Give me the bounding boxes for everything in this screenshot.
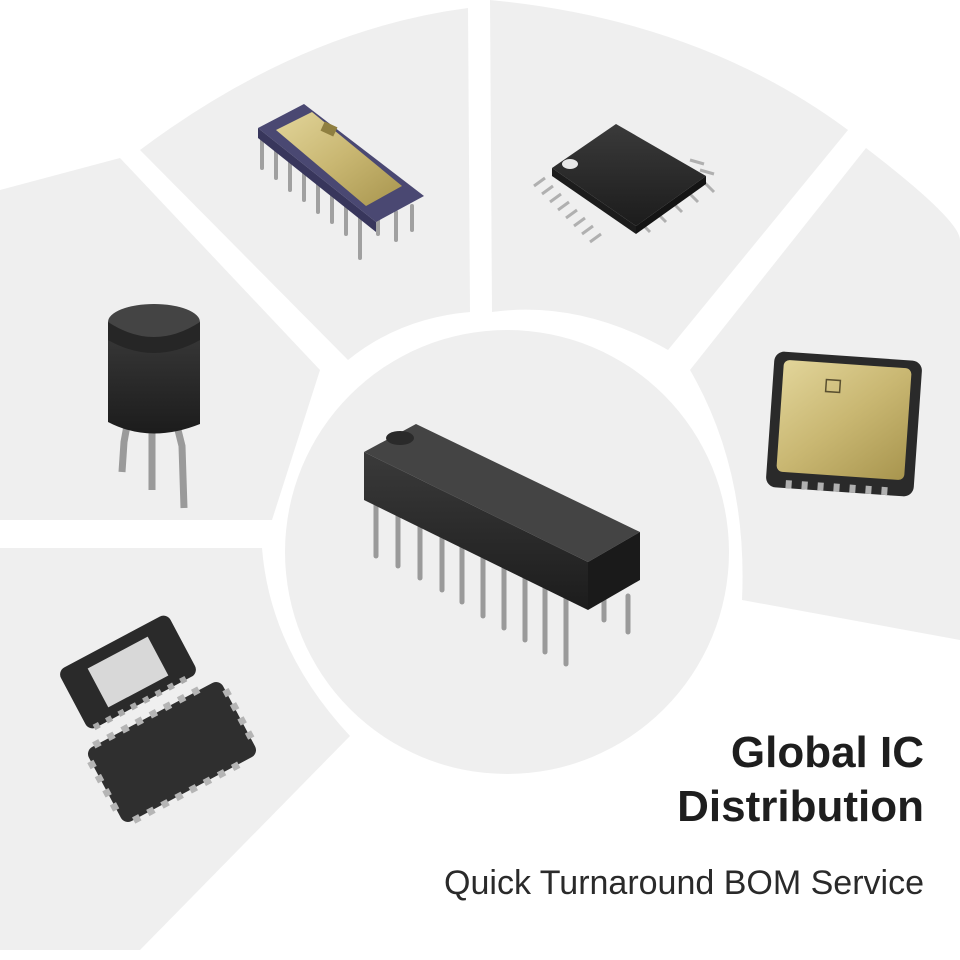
headline: Global IC Distribution: [504, 726, 924, 834]
gold-lid-package-icon: [766, 351, 922, 497]
to92-transistor-icon: [108, 304, 200, 509]
dip-ic-center-icon: [364, 424, 640, 667]
qfp-chip-icon: [533, 124, 716, 244]
headline-line-1: Global IC: [730, 728, 924, 777]
ceramic-dip-ic-icon: [258, 104, 424, 260]
headline-line-2: Distribution: [677, 782, 924, 831]
plcc-chip-icon: [60, 615, 257, 824]
tagline: Quick Turnaround BOM Service: [444, 864, 924, 902]
